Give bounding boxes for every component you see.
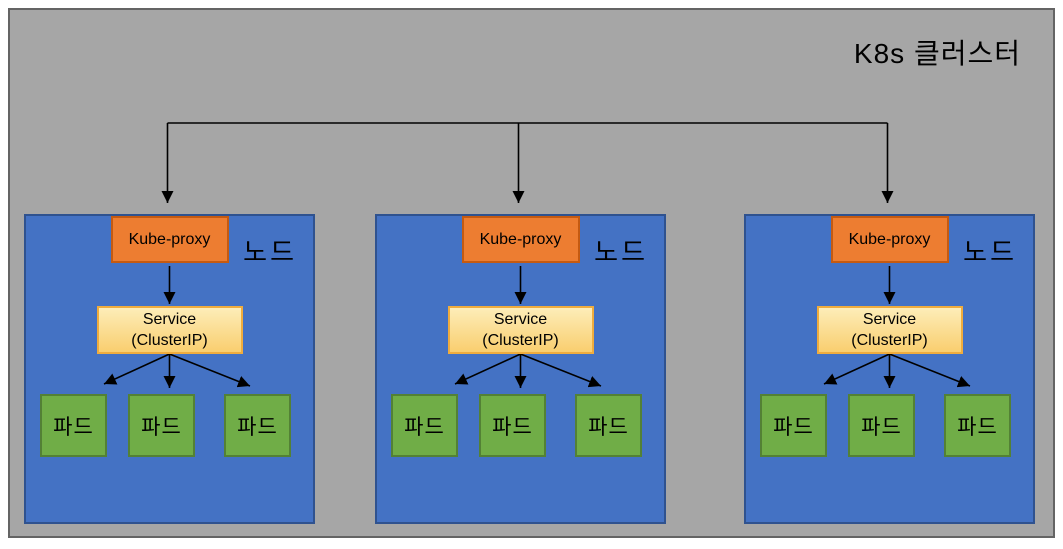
service-clusterip-box: Service (ClusterIP) <box>96 306 243 354</box>
pod-box: 파드 <box>479 394 546 457</box>
service-clusterip-box: Service (ClusterIP) <box>816 306 963 354</box>
service-label-line2: (ClusterIP) <box>851 332 928 349</box>
service-label-line1: Service <box>142 311 197 328</box>
node-label: 노드 <box>594 237 648 267</box>
service-label-line2: (ClusterIP) <box>131 332 208 349</box>
node: Kube-proxy 노드 Service (ClusterIP) 파드 파드 … <box>24 214 315 524</box>
kube-proxy-box: Kube-proxy <box>830 216 949 263</box>
service-clusterip-box: Service (ClusterIP) <box>447 306 594 354</box>
service-label-line1: Service <box>493 311 548 328</box>
kube-proxy-box: Kube-proxy <box>461 216 580 263</box>
k8s-cluster-container: K8s 클러스터 Kube-proxy 노드 Service (ClusterI… <box>8 8 1055 538</box>
kube-proxy-label: Kube-proxy <box>128 230 211 248</box>
kube-proxy-label: Kube-proxy <box>479 230 562 248</box>
cluster-title: K8s 클러스터 <box>853 38 1021 69</box>
pod-box: 파드 <box>128 394 195 457</box>
pod-box: 파드 <box>391 394 458 457</box>
node-label: 노드 <box>963 237 1017 267</box>
pod-box: 파드 <box>760 394 827 457</box>
kube-proxy-box: Kube-proxy <box>110 216 229 263</box>
node: Kube-proxy 노드 Service (ClusterIP) 파드 파드 … <box>375 214 666 524</box>
pod-box: 파드 <box>575 394 642 457</box>
pod-box: 파드 <box>40 394 107 457</box>
pod-box: 파드 <box>848 394 915 457</box>
node: Kube-proxy 노드 Service (ClusterIP) 파드 파드 … <box>744 214 1035 524</box>
pod-box: 파드 <box>944 394 1011 457</box>
service-label-line2: (ClusterIP) <box>482 332 559 349</box>
kube-proxy-label: Kube-proxy <box>848 230 931 248</box>
service-label-line1: Service <box>862 311 917 328</box>
pod-box: 파드 <box>224 394 291 457</box>
node-label: 노드 <box>243 237 297 267</box>
